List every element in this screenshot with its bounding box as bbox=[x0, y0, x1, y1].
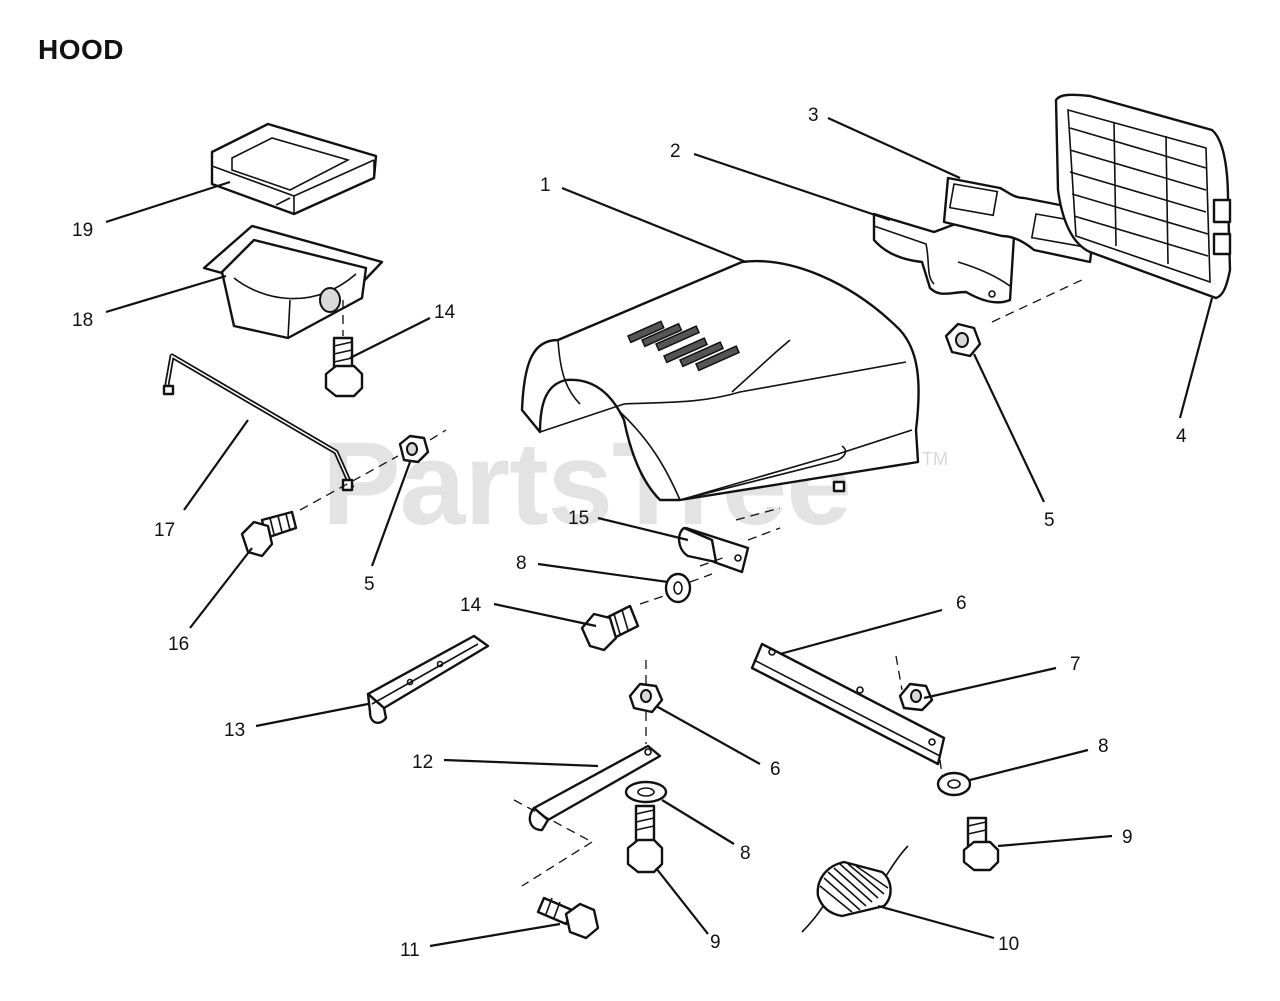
callout-6-top: 6 bbox=[956, 593, 967, 614]
callout-5-left: 5 bbox=[364, 574, 375, 595]
callout-19: 19 bbox=[72, 220, 93, 241]
callout-11: 11 bbox=[400, 940, 420, 961]
callout-12: 12 bbox=[412, 752, 433, 773]
part-10-spring bbox=[801, 845, 909, 933]
callout-14-lower: 14 bbox=[460, 595, 482, 616]
callout-13: 13 bbox=[224, 720, 245, 741]
callout-9-right: 9 bbox=[1122, 827, 1133, 848]
callout-5-right: 5 bbox=[1044, 510, 1055, 531]
callout-3: 3 bbox=[808, 105, 819, 126]
part-19-seal bbox=[210, 122, 378, 216]
callout-8-lower: 8 bbox=[740, 843, 751, 864]
callout-1: 1 bbox=[540, 175, 551, 196]
part-6-plate bbox=[750, 642, 946, 791]
part-9-bolt-lower bbox=[626, 804, 664, 874]
part-8-washer-mid bbox=[639, 572, 713, 605]
watermark-trademark: TM bbox=[922, 449, 948, 469]
part-14-bolt-lower bbox=[580, 604, 640, 652]
callout-6-lower: 6 bbox=[770, 759, 781, 780]
callout-17: 17 bbox=[154, 520, 175, 541]
part-14-bolt-upper bbox=[324, 300, 364, 398]
part-12-strap bbox=[513, 744, 662, 887]
part-13-strap bbox=[366, 634, 490, 724]
part-3-plate bbox=[942, 176, 1098, 264]
part-9-bolt-right bbox=[962, 816, 1000, 872]
part-1-hood bbox=[520, 260, 920, 502]
callout-9-lower: 9 bbox=[710, 932, 721, 953]
callouts: 1 2 3 4 5 5 6 6 7 8 8 8 9 9 10 11 12 13 … bbox=[72, 105, 1187, 961]
leader-lines bbox=[105, 116, 1214, 948]
part-5-nut-left bbox=[299, 429, 447, 511]
part-5-nut-right bbox=[944, 322, 982, 358]
callout-7: 7 bbox=[1070, 654, 1081, 675]
callout-4: 4 bbox=[1176, 426, 1187, 447]
callout-14-upper: 14 bbox=[434, 302, 456, 323]
diagram-title: HOOD bbox=[38, 34, 124, 65]
callout-18: 18 bbox=[72, 310, 93, 331]
callout-8-right: 8 bbox=[1098, 736, 1109, 757]
part-7-nut bbox=[898, 682, 934, 712]
callout-16: 16 bbox=[168, 634, 189, 655]
part-8-washer-lower bbox=[624, 780, 668, 804]
part-15-bracket bbox=[677, 507, 781, 574]
part-17-rod bbox=[162, 353, 355, 492]
part-8-washer-right bbox=[936, 771, 972, 797]
callout-10: 10 bbox=[998, 934, 1019, 955]
callout-2: 2 bbox=[670, 141, 681, 162]
callout-8-mid: 8 bbox=[516, 553, 527, 574]
part-11-bolt bbox=[536, 896, 600, 940]
part-4-grille bbox=[991, 93, 1232, 323]
callout-15: 15 bbox=[568, 508, 589, 529]
part-18-tray bbox=[202, 224, 384, 340]
part-6-nut bbox=[628, 660, 664, 744]
hood-vents bbox=[627, 320, 741, 372]
